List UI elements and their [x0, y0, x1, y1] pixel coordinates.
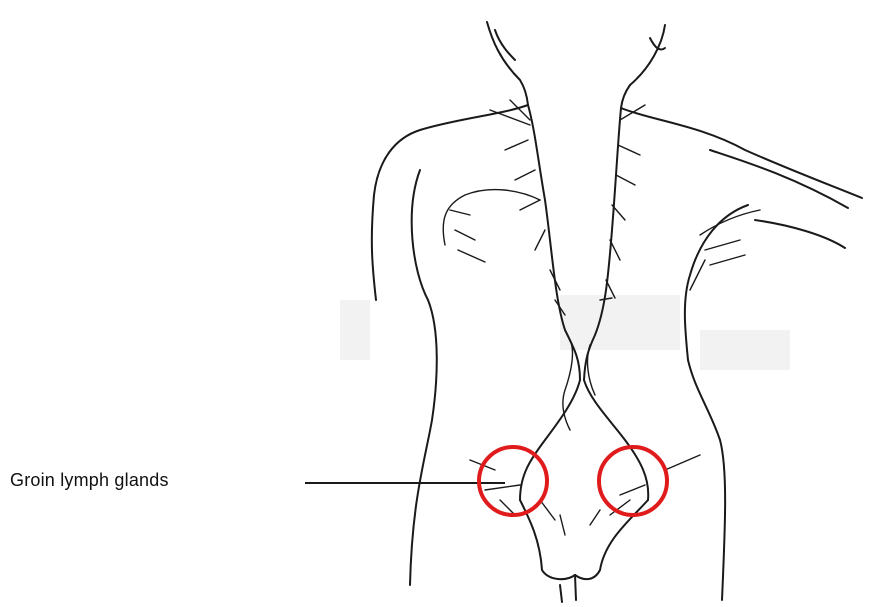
groin-highlight-right [599, 447, 667, 515]
groin-highlight-left [479, 447, 547, 515]
callout-label: Groin lymph glands [10, 470, 169, 491]
neck-outline [487, 22, 665, 108]
background-smudges [340, 295, 790, 370]
